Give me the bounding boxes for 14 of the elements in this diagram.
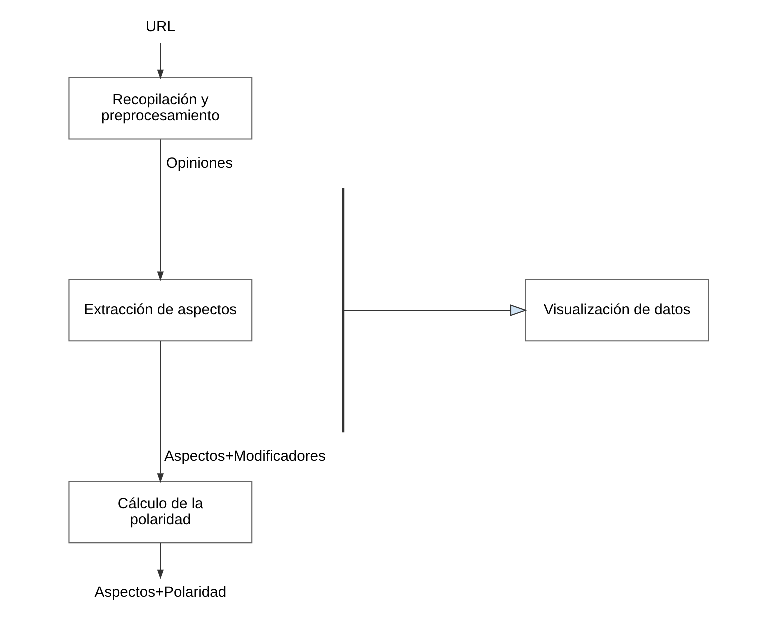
node-box: Recopilación y preprocesamiento — [68, 77, 252, 140]
node-box: Extracción de aspectos — [68, 279, 252, 342]
node-box: Cálculo de la polaridad — [68, 481, 252, 544]
arrow — [156, 341, 164, 484]
edge-label: Aspectos+Modificadores — [164, 448, 326, 465]
arrow — [156, 43, 164, 80]
node-box: Visualización de datos — [524, 279, 709, 342]
arrow — [344, 304, 527, 316]
node-text: URL — [145, 20, 175, 36]
node-bar — [342, 188, 344, 433]
edge-label: Opiniones — [166, 156, 232, 172]
node-text: Aspectos+Polaridad — [94, 585, 226, 602]
arrow — [156, 543, 164, 580]
arrow — [156, 140, 164, 282]
